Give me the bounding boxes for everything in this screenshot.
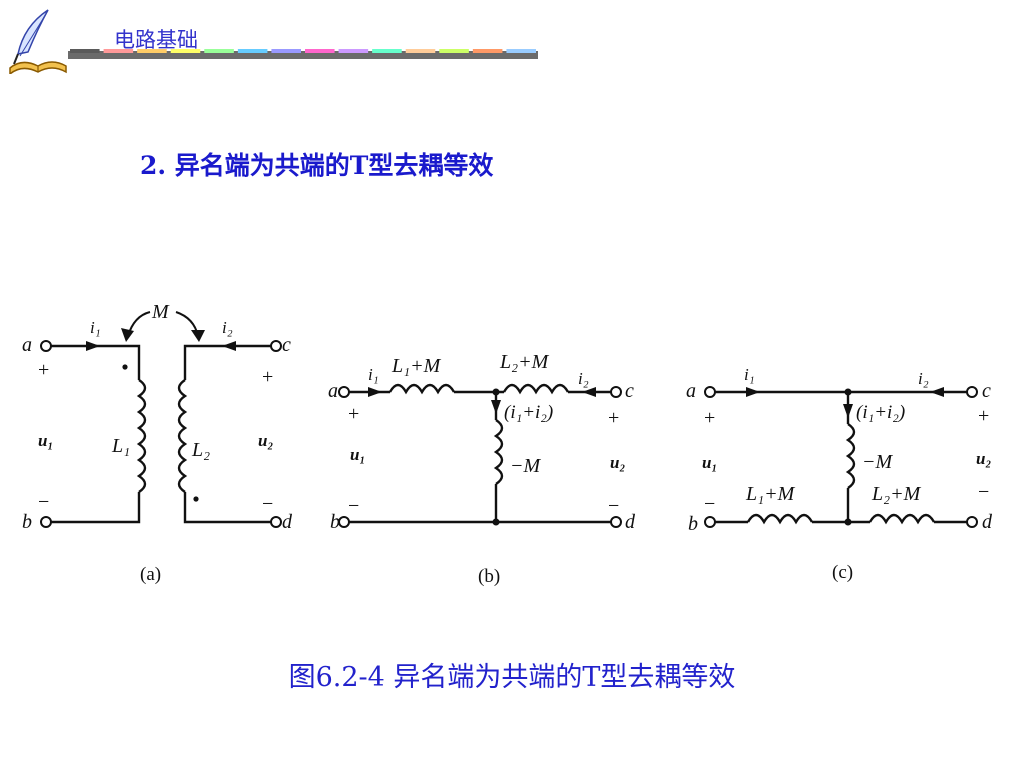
terminal-a-label: a: [328, 380, 338, 402]
terminal-a-label: a: [686, 380, 696, 402]
color-bar-segment: [472, 49, 503, 53]
current-i1-label: i₁: [744, 365, 755, 384]
current-i1-label: i₁: [90, 318, 101, 337]
color-bar-segment: [405, 49, 436, 53]
subfigure-c-label: (c): [832, 562, 853, 583]
arrow-i2-a: [222, 341, 236, 351]
figure-caption: 图6.2-4 异名端为共端的T型去耦等效: [288, 662, 736, 693]
quill-book-icon: [9, 9, 67, 74]
voltage-u2-label: u₂: [258, 431, 273, 450]
color-bar-segment: [170, 49, 201, 53]
terminal-b-label: b: [688, 513, 698, 535]
neg-m-label: −M: [510, 455, 541, 477]
circuit-b: [348, 383, 612, 524]
color-bar-segment: [137, 49, 167, 53]
neg-m-label: −M: [862, 451, 893, 473]
plus-u2: +: [262, 366, 273, 388]
inductor-l2m-b: [502, 383, 570, 395]
terminal-c-label: c: [625, 380, 634, 402]
voltage-u2-label: u₂: [610, 453, 625, 472]
inductor-l2m-label: L₂+M: [499, 351, 550, 373]
color-bar-segment: [372, 49, 402, 53]
subfigure-a-label: (a): [140, 564, 161, 585]
voltage-u1-label: u₁: [702, 453, 717, 472]
plus-u2: +: [608, 407, 619, 429]
terminal-b-label: b: [22, 511, 32, 533]
inductor-neg-m-c: [845, 423, 856, 489]
decorative-color-bar: [68, 49, 538, 59]
minus-u1: −: [38, 491, 49, 513]
current-i2-label: i₂: [918, 369, 929, 388]
current-i2-label: i₂: [222, 318, 233, 337]
color-bar-segment: [271, 49, 301, 53]
section-title: 2. 异名端为共端的T型去耦等效: [140, 151, 494, 180]
plus-u1: +: [704, 407, 715, 429]
inductor-l1m-label: L₁+M: [745, 483, 796, 505]
terminal-d-label: d: [625, 511, 636, 533]
inductor-l1: [136, 379, 147, 493]
dot-mark-l2: [193, 496, 199, 502]
inductor-l1m-b: [388, 383, 456, 395]
terminal-c-label: c: [982, 380, 991, 402]
subfigure-b-label: (b): [478, 566, 500, 587]
arrow-i1-c: [746, 387, 760, 397]
branch-current-label: (i₁+i₂): [504, 402, 553, 423]
terminal-c-label: c: [282, 334, 291, 356]
circuit-figure: a b c d M i₁ i₂ + − + − u₁ u₂ L₁ L₂ (a) …: [22, 301, 993, 587]
color-bar-segment: [103, 49, 134, 53]
dot-mark-l1: [122, 364, 128, 370]
inductor-l1m-c: [746, 513, 814, 525]
voltage-u1-label: u₁: [38, 431, 53, 450]
arrow-i2-c: [930, 387, 944, 397]
inductor-l2: [177, 379, 188, 493]
inductance-l1-label: L₁: [111, 435, 130, 457]
voltage-u1-label: u₁: [350, 445, 365, 464]
arrow-i2-b: [582, 387, 596, 397]
color-bar-segment: [506, 49, 536, 53]
voltage-u2-label: u₂: [976, 449, 991, 468]
course-title: 电路基础: [114, 28, 198, 52]
color-bar-segment: [204, 49, 234, 53]
color-bar-segment: [439, 49, 469, 53]
current-i1-label: i₁: [368, 365, 379, 384]
minus-u2: −: [608, 495, 619, 517]
color-bar-segment: [338, 49, 369, 53]
color-bar-segment: [305, 49, 335, 53]
minus-u1: −: [348, 495, 359, 517]
plus-u1: +: [348, 403, 359, 425]
terminal-d-label: d: [982, 511, 993, 533]
inductance-l2-label: L₂: [191, 439, 210, 461]
terminal-d-label: d: [282, 511, 293, 533]
mutual-m-label: M: [151, 301, 170, 323]
slide-header: 电路基础: [0, 0, 1024, 80]
arrow-i1-b: [368, 387, 382, 397]
plus-u1: +: [38, 359, 49, 381]
terminal-a-label: a: [22, 334, 32, 356]
color-bar-segment: [70, 49, 100, 53]
current-i2-label: i₂: [578, 369, 589, 388]
minus-u2: −: [978, 481, 989, 503]
plus-u2: +: [978, 405, 989, 427]
terminals: [40, 340, 978, 528]
branch-current-label: (i₁+i₂): [856, 402, 905, 423]
inductor-l2m-c: [868, 513, 936, 525]
minus-u2: −: [262, 493, 273, 515]
color-bar-segment: [237, 49, 268, 53]
minus-u1: −: [704, 493, 715, 515]
inductor-l2m-label: L₂+M: [871, 483, 922, 505]
inductor-neg-m-b: [493, 419, 504, 485]
circuit-a: [50, 311, 272, 524]
arrow-i1-a: [86, 341, 100, 351]
circuit-c: [714, 390, 968, 525]
terminal-b-label: b: [330, 511, 340, 533]
inductor-l1m-label: L₁+M: [391, 355, 442, 377]
